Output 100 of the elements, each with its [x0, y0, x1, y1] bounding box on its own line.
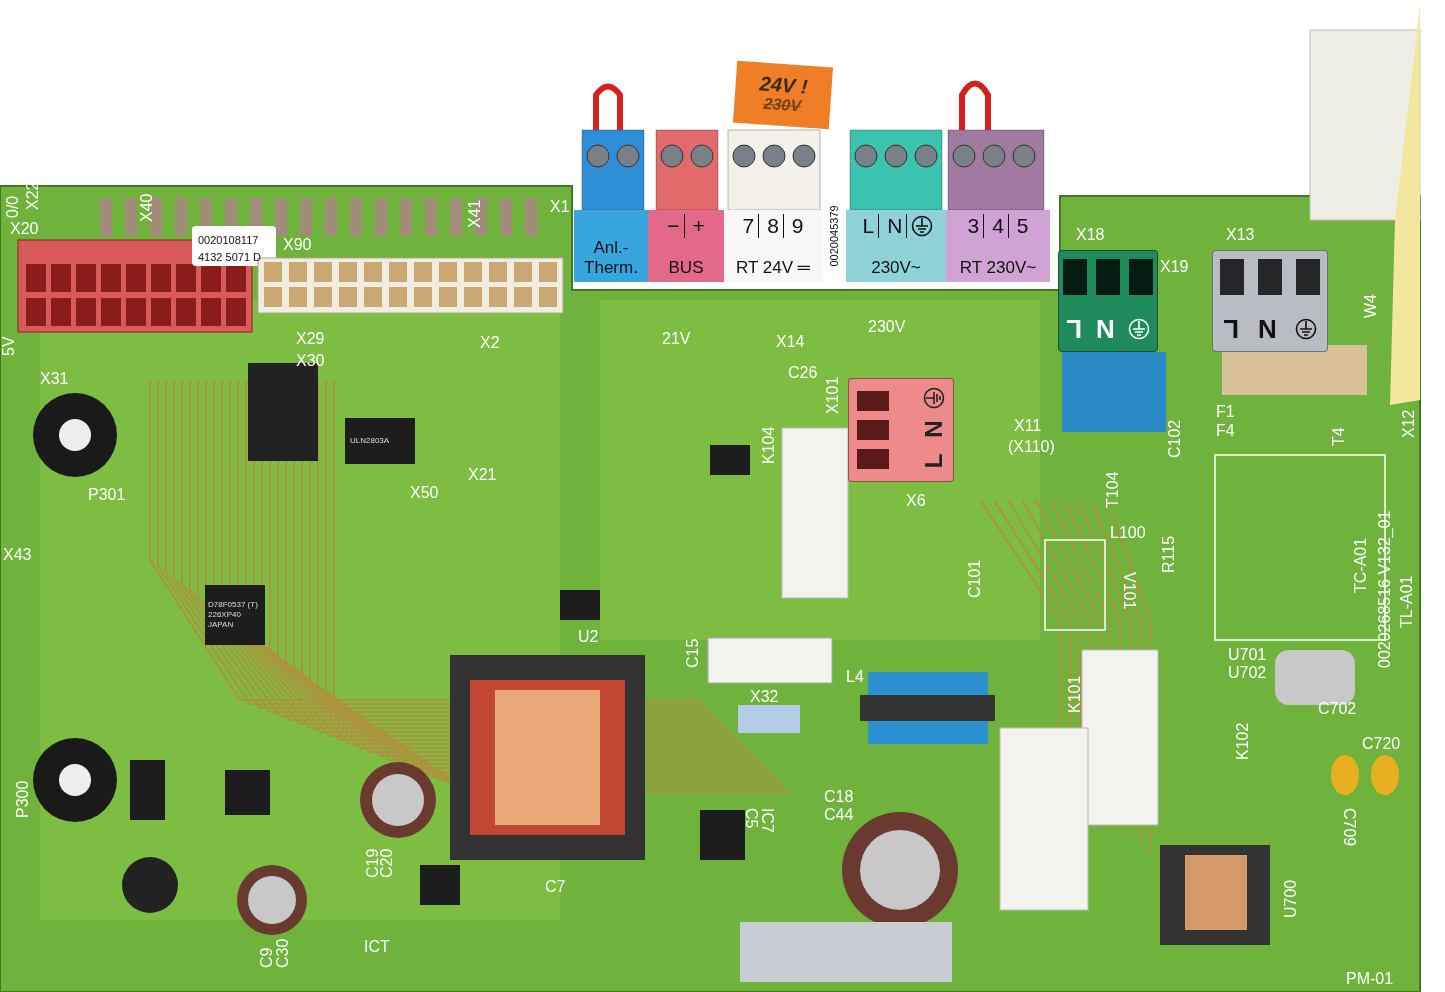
part-number: 4132 5071 D [198, 250, 261, 265]
silkscreen-label: X41 [466, 199, 484, 228]
silkscreen-label: X21 [468, 466, 497, 484]
silkscreen-label: X18 [1076, 226, 1105, 244]
silkscreen-label: TC-A01 [1352, 537, 1370, 593]
terminal-number: + [691, 214, 706, 238]
tag-text: 24V ! [759, 73, 809, 97]
silkscreen-label: X32 [750, 688, 779, 706]
silkscreen-label: X31 [40, 370, 69, 388]
silkscreen-label: C102 [1166, 419, 1184, 458]
silkscreen-label: T104 [1104, 471, 1122, 508]
silkscreen-label: X19 [1160, 258, 1189, 276]
part-number: 0020045379 [827, 205, 841, 267]
terminal-label [946, 210, 1050, 282]
silkscreen-label: W4 [1362, 294, 1380, 318]
silkscreen-label: U2 [578, 628, 599, 646]
silkscreen-label: C7 [545, 878, 566, 896]
silkscreen-label: PM-01 [1346, 970, 1394, 988]
silkscreen-label: 0020268516 V132_01 [1376, 510, 1394, 668]
part-number: 0020108117 [198, 233, 259, 248]
silkscreen-label: 5V [0, 336, 18, 356]
silkscreen-label: V101 [1120, 572, 1138, 610]
silkscreen-label: P300 [14, 780, 32, 818]
pin-letter: L [922, 453, 946, 469]
silkscreen-label: IC7 [758, 808, 776, 833]
silkscreen-label: X1 [550, 198, 570, 216]
silkscreen-label: R115 [1160, 535, 1178, 573]
silkscreen-label: K102 [1234, 722, 1252, 760]
silkscreen-label: X20 [10, 220, 39, 238]
silkscreen-label: 0/0 [4, 195, 22, 218]
struck-text: 230V [762, 94, 802, 117]
terminal-caption: 230V~ [871, 258, 921, 278]
silkscreen-label: 21V [662, 330, 691, 348]
silkscreen-label: C18 [824, 788, 854, 806]
terminal-number: N [883, 214, 908, 238]
terminal-number: 3 [963, 214, 985, 238]
silkscreen-label: C709 [1340, 808, 1358, 847]
silkscreen-label: K104 [760, 426, 778, 464]
pin-letter: N [922, 420, 946, 438]
silkscreen-label: C26 [788, 364, 818, 382]
terminal-number: 8 [763, 214, 784, 238]
silkscreen-label: TL-A01 [1398, 575, 1416, 628]
terminal-number: L [858, 214, 880, 238]
pin-letter: N [1095, 315, 1115, 343]
silkscreen-label: (X110) [1008, 438, 1055, 456]
silkscreen-label: C15 [684, 638, 702, 668]
silkscreen-label: C20 [378, 848, 396, 878]
terminal-number: 5 [1015, 214, 1030, 238]
silkscreen-label: C19 [364, 848, 381, 878]
terminal-label [648, 210, 724, 282]
silkscreen-label: K101 [1066, 675, 1084, 713]
silkscreen-label: L4 [846, 668, 864, 686]
pin-letter: L [1065, 315, 1082, 343]
terminal-caption: BUS [668, 258, 704, 278]
silkscreen-label: X6 [906, 492, 926, 510]
silkscreen-label: X13 [1226, 226, 1255, 244]
silkscreen-label: L100 [1110, 524, 1146, 542]
terminal-number: − [663, 214, 685, 238]
chip-marking: D78F0537 (T) 226XP40 JAPAN [208, 600, 259, 630]
terminal-number: 7 [738, 214, 760, 238]
terminal-caption: Anl.- Therm. [583, 238, 639, 278]
silkscreen-label: X29 [296, 330, 325, 348]
silkscreen-label: X43 [3, 546, 32, 564]
silkscreen-label: F4 [1216, 422, 1235, 440]
silkscreen-label: X14 [776, 333, 805, 351]
terminal-caption: RT 24V ═ [736, 258, 810, 278]
pin-letter: L [1222, 315, 1239, 343]
silkscreen-label: X2 [480, 334, 500, 352]
silkscreen-label: X101 [824, 376, 842, 414]
silkscreen-label: X40 [138, 193, 156, 222]
terminal-label [846, 210, 946, 282]
terminal-number: 9 [790, 214, 805, 238]
silkscreen-label: C5 [742, 808, 760, 829]
silkscreen-label: C44 [824, 806, 854, 824]
silkscreen-label: F1 [1216, 403, 1235, 421]
warning-tag [732, 60, 834, 130]
silkscreen-label: C702 [1318, 700, 1357, 718]
pin-letter: N [1257, 315, 1277, 343]
silkscreen-label: U702 [1228, 664, 1267, 682]
terminal-plug [1212, 250, 1328, 352]
silkscreen-label: C720 [1362, 735, 1401, 753]
silkscreen-label: X90 [283, 236, 312, 254]
silkscreen-label: C30 [274, 938, 292, 968]
silkscreen-label: T4 [1330, 427, 1348, 446]
silkscreen-label: ICT [364, 938, 390, 956]
silkscreen-label: C9 [258, 947, 276, 968]
silkscreen-label: X11 [1014, 417, 1042, 435]
silkscreen-label: 230V [868, 318, 906, 336]
silkscreen-label: U701 [1228, 646, 1267, 664]
terminal-label [574, 210, 648, 282]
silkscreen-label: X50 [410, 484, 439, 502]
chip-marking: ULN2803A [350, 436, 390, 446]
silkscreen-label: X12 [1400, 409, 1418, 438]
terminal-label [724, 210, 822, 282]
silkscreen-label: U700 [1282, 879, 1300, 918]
terminal-number: 4 [988, 214, 1009, 238]
silkscreen-label: C101 [966, 559, 984, 598]
silkscreen-label: P301 [88, 486, 126, 504]
terminal-plug [848, 378, 954, 482]
terminal-plug [1058, 250, 1158, 352]
